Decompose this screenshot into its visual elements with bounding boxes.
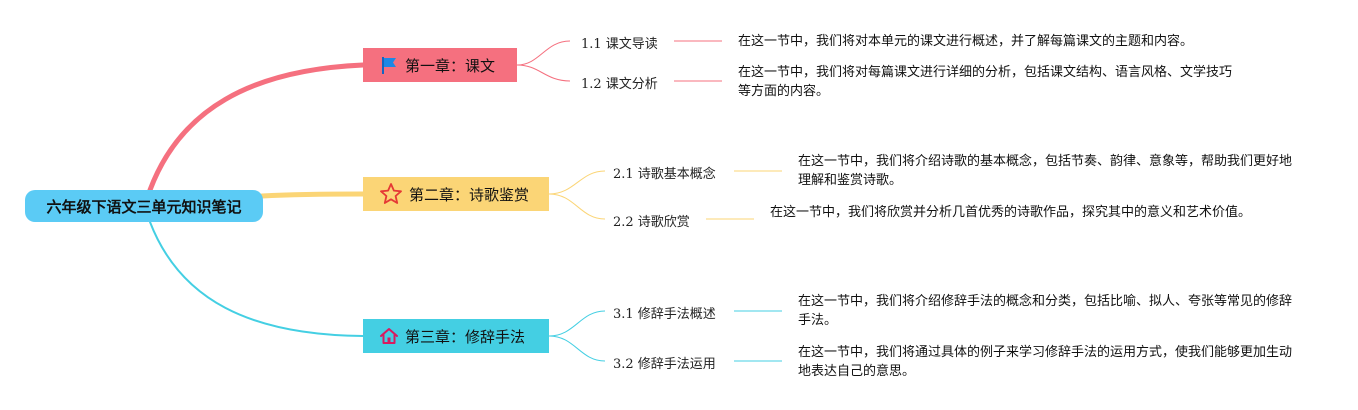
- root-node[interactable]: 六年级下语文三单元知识笔记: [25, 190, 263, 222]
- link-root-ch2: [259, 191, 366, 199]
- root-label: 六年级下语文三单元知识笔记: [46, 197, 242, 216]
- link-ch3-s2: [548, 335, 606, 362]
- link-ch1-s1: [516, 40, 571, 66]
- section-node-3-1[interactable]: 3.1 修辞手法概述: [613, 307, 716, 322]
- chapter-node-3[interactable]: 第三章：修辞手法: [363, 319, 549, 353]
- link-ch3-s1: [548, 310, 606, 337]
- chapter-label-1: 第一章：课文: [405, 56, 496, 75]
- flag-icon: [379, 55, 399, 75]
- section-desc-3-2: 在这一节中，我们将通过具体的例子来学习修辞手法的运用方式，使我们能够更加生动地表…: [798, 345, 1293, 379]
- chapter-node-2[interactable]: 第二章：诗歌鉴赏: [363, 177, 549, 211]
- section-desc-1-1: 在这一节中，我们将对本单元的课文进行概述，并了解每篇课文的主题和内容。: [738, 34, 1194, 49]
- chapter-label-3: 第三章：修辞手法: [405, 327, 526, 346]
- home-icon: [379, 326, 399, 346]
- link-root-ch3: [149, 221, 364, 337]
- chapter-label-2: 第二章：诗歌鉴赏: [409, 185, 530, 204]
- link-root-ch1: [147, 62, 366, 193]
- section-desc-3-1: 在这一节中，我们将介绍修辞手法的概念和分类，包括比喻、拟人、夸张等常见的修辞手法…: [798, 294, 1293, 328]
- section-desc-2-2: 在这一节中，我们将欣赏并分析几首优秀的诗歌作品，探究其中的意义和艺术价值。: [770, 205, 1252, 220]
- link-ch2-s2: [548, 193, 606, 220]
- section-desc-2-1: 在这一节中，我们将介绍诗歌的基本概念，包括节奏、韵律、意象等，帮助我们更好地理解…: [798, 154, 1293, 188]
- section-node-3-2[interactable]: 3.2 修辞手法运用: [613, 357, 716, 372]
- link-ch1-s2: [516, 64, 571, 82]
- section-node-1-1[interactable]: 1.1 课文导读: [581, 37, 658, 52]
- section-desc-1-2: 在这一节中，我们将对每篇课文进行详细的分析，包括课文结构、语言风格、文学技巧等方…: [738, 65, 1233, 99]
- section-node-2-1[interactable]: 2.1 诗歌基本概念: [613, 167, 716, 182]
- chapter-node-1[interactable]: 第一章：课文: [363, 48, 517, 82]
- link-ch2-s1: [548, 170, 606, 195]
- section-node-2-2[interactable]: 2.2 诗歌欣赏: [613, 215, 690, 230]
- star-icon: [379, 182, 403, 206]
- section-node-1-2[interactable]: 1.2 课文分析: [581, 77, 658, 92]
